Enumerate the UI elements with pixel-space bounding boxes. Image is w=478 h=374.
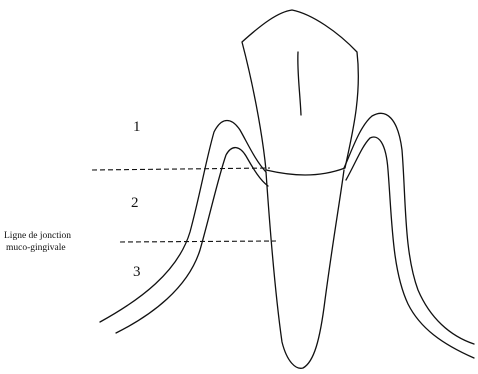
zone-label-1: 1 [133, 119, 141, 135]
zone-label-3: 3 [133, 264, 141, 280]
dashed-line-upper [92, 168, 270, 170]
junction-label-line-1: Ligne de jonction [4, 231, 71, 241]
zone-label-2: 2 [131, 195, 139, 211]
junction-label-line-2: muco-gingivale [6, 243, 66, 253]
gingiva-left-inner [116, 148, 268, 333]
crown-groove-mark [298, 52, 301, 115]
tooth-root [266, 170, 344, 368]
dashed-line-junction [120, 241, 276, 242]
gingiva-right-inner [346, 137, 474, 358]
